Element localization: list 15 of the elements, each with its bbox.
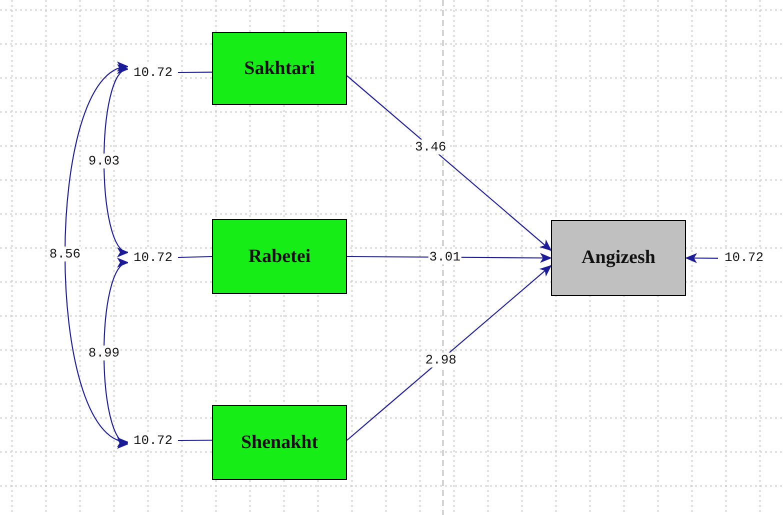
edge-label: 3.46 — [414, 140, 448, 155]
variable-box: Sakhtari — [212, 32, 347, 105]
edge-label: 3.01 — [428, 250, 462, 265]
error-variance-value: 10.72 — [128, 249, 178, 266]
edge-label: 2.98 — [424, 352, 458, 368]
variable-box: Rabetei — [212, 219, 347, 294]
error-variance-value: 10.72 — [128, 64, 178, 81]
connector-line — [178, 72, 212, 74]
arrow — [346, 75, 552, 252]
connector-line — [178, 256, 212, 258]
variable-box: Shenakht — [212, 405, 347, 480]
arrow — [685, 253, 718, 264]
connector-line — [178, 440, 212, 442]
arrow — [346, 264, 552, 441]
variable-box: Angizesh — [551, 220, 686, 296]
